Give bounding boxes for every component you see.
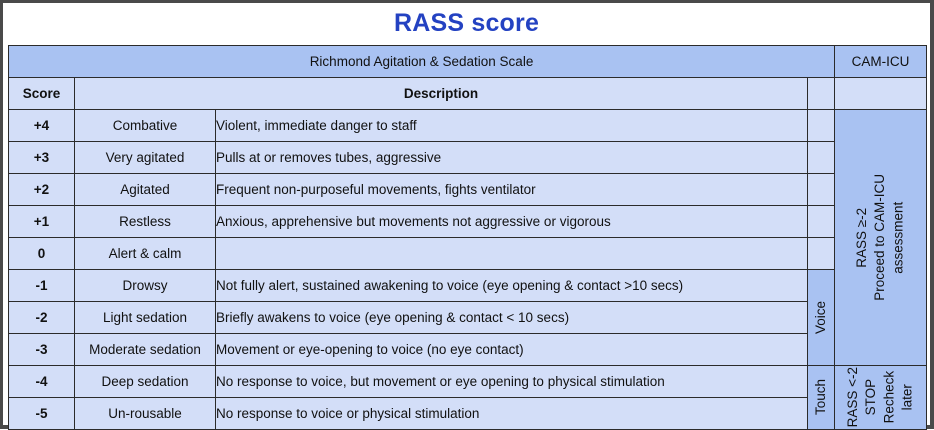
row-score: 0 — [8, 237, 75, 270]
row-term: Combative — [74, 109, 216, 142]
stimulus-touch-cell: Touch — [806, 365, 836, 430]
table-row: -3 Moderate sedation Movement or eye-ope… — [8, 333, 927, 366]
row-score: +1 — [8, 205, 75, 238]
camicu-proceed-line3: assessment — [890, 201, 906, 274]
row-score: +4 — [8, 109, 75, 142]
row-score: -3 — [8, 333, 75, 366]
camicu-proceed-text: RASS ≥-2 Proceed to CAM-ICU assessment — [853, 174, 908, 301]
row-term: Un-rousable — [74, 397, 216, 430]
stimulus-blank-cell — [806, 141, 836, 174]
camicu-stop-line4: later — [899, 384, 915, 411]
table-subheader-row: Score Description — [8, 77, 928, 110]
stimulus-blank-cell — [806, 109, 836, 142]
card-title-band: RASS score — [3, 3, 930, 44]
table-row: -2 Light sedation Briefly awakens to voi… — [8, 301, 927, 334]
camicu-title-cell: CAM-ICU — [834, 45, 928, 78]
rass-table: Richmond Agitation & Sedation Scale CAM-… — [7, 45, 928, 430]
row-description: Frequent non-purposeful movements, fight… — [215, 173, 808, 206]
row-score: -4 — [8, 365, 75, 398]
row-description: Anxious, apprehensive but movements not … — [215, 205, 808, 238]
column-header-description: Description — [74, 77, 808, 110]
camicu-stop-text: RASS <-2 STOP Recheck later — [844, 367, 917, 427]
row-term: Light sedation — [74, 301, 216, 334]
row-term: Agitated — [74, 173, 216, 206]
camicu-stop-line2: STOP — [863, 379, 879, 416]
row-term: Moderate sedation — [74, 333, 216, 366]
camicu-proceed-cell: RASS ≥-2 Proceed to CAM-ICU assessment — [834, 109, 928, 366]
column-header-stimulus-spacer — [806, 77, 836, 110]
table-row: -5 Un-rousable No response to voice or p… — [8, 397, 927, 430]
table-row: +3 Very agitated Pulls at or removes tub… — [8, 141, 927, 174]
row-description: No response to voice or physical stimula… — [215, 397, 808, 430]
row-description: Briefly awakens to voice (eye opening & … — [215, 301, 808, 334]
stimulus-blank-cell — [806, 237, 836, 270]
row-score: -5 — [8, 397, 75, 430]
row-score: +2 — [8, 173, 75, 206]
stimulus-voice-cell: Voice — [806, 269, 836, 366]
row-description: No response to voice, but movement or ey… — [215, 365, 808, 398]
table-header-row: Richmond Agitation & Sedation Scale CAM-… — [7, 45, 928, 78]
stimulus-voice-label: Voice — [812, 300, 828, 335]
page-title: RASS score — [393, 9, 540, 37]
scale-title-cell: Richmond Agitation & Sedation Scale — [7, 45, 836, 78]
row-score: -2 — [8, 301, 75, 334]
stimulus-blank-cell — [806, 205, 836, 238]
row-term: Deep sedation — [74, 365, 216, 398]
table-row: -1 Drowsy Not fully alert, sustained awa… — [8, 269, 927, 366]
table-row: -4 Deep sedation No response to voice, b… — [8, 365, 928, 430]
row-term: Drowsy — [74, 269, 216, 302]
stimulus-touch-label: Touch — [812, 379, 828, 416]
camicu-stop-line3: Recheck — [881, 371, 897, 424]
camicu-stop-line1: RASS <-2 — [845, 367, 861, 428]
stimulus-blank-cell — [806, 173, 836, 206]
column-header-score: Score — [8, 77, 75, 110]
table-row: +2 Agitated Frequent non-purposeful move… — [8, 173, 927, 206]
row-term: Very agitated — [74, 141, 216, 174]
row-description: Movement or eye-opening to voice (no eye… — [215, 333, 808, 366]
column-header-camicu-spacer — [834, 77, 928, 110]
camicu-proceed-line2: Proceed to CAM-ICU — [872, 174, 888, 301]
row-term: Restless — [74, 205, 216, 238]
row-description: Pulls at or removes tubes, aggressive — [215, 141, 808, 174]
row-score: +3 — [8, 141, 75, 174]
row-description: Not fully alert, sustained awakening to … — [215, 269, 808, 302]
row-score: -1 — [8, 269, 75, 302]
camicu-stop-cell: RASS <-2 STOP Recheck later — [834, 365, 928, 430]
table-row: +1 Restless Anxious, apprehensive but mo… — [8, 205, 927, 238]
row-description: Violent, immediate danger to staff — [215, 109, 808, 142]
row-description — [215, 237, 808, 270]
camicu-proceed-line1: RASS ≥-2 — [854, 207, 870, 268]
row-term: Alert & calm — [74, 237, 216, 270]
table-row: +4 Combative Violent, immediate danger t… — [8, 109, 928, 366]
table-row: 0 Alert & calm — [8, 237, 927, 270]
